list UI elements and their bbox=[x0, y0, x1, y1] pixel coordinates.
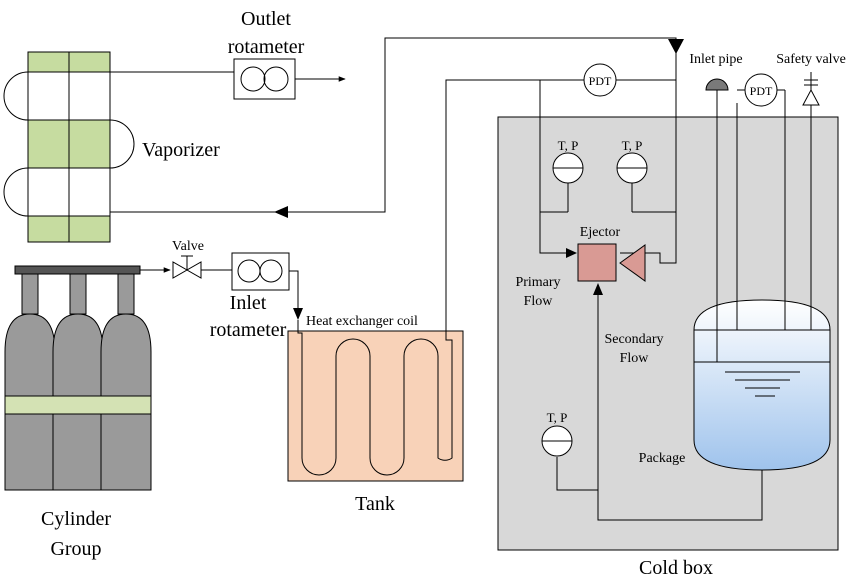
outlet-rotameter bbox=[233, 58, 296, 100]
ejector-body bbox=[577, 243, 617, 282]
package-label: Package bbox=[639, 451, 686, 466]
secondary-flow-label-1: Secondary bbox=[604, 332, 663, 347]
secondary-flow-line bbox=[597, 292, 763, 521]
inlet-rotameter-label-2: rotameter bbox=[210, 319, 287, 341]
package-vessel bbox=[693, 299, 831, 471]
cylinder-2 bbox=[52, 273, 104, 491]
vaporizer-label: Vaporizer bbox=[142, 139, 220, 161]
cylinder-1 bbox=[4, 273, 56, 491]
vaporizer-right-loop bbox=[109, 119, 135, 169]
cold-box-label: Cold box bbox=[639, 557, 713, 579]
pdt-circle-icon: PDT bbox=[736, 73, 786, 330]
inlet-pipe bbox=[705, 78, 729, 362]
vaporizer-left-loop-2 bbox=[3, 167, 29, 217]
primary-flow-label-2: Flow bbox=[524, 294, 554, 309]
safety-valve-label: Safety valve bbox=[776, 52, 846, 67]
heat-exchanger-coil-label: Heat exchanger coil bbox=[306, 314, 418, 329]
tp-3-label: T, P bbox=[547, 410, 568, 425]
tp-1-label: T, P bbox=[558, 138, 579, 153]
tank-label: Tank bbox=[355, 493, 395, 515]
inlet-pipe-label: Inlet pipe bbox=[689, 52, 742, 67]
inlet-rotameter bbox=[231, 252, 290, 291]
heat-exchanger-coil bbox=[297, 79, 600, 476]
manifold-bar bbox=[14, 265, 141, 275]
cylinder-group-label-2: Group bbox=[50, 538, 101, 560]
bowtie-valve-icon bbox=[172, 255, 202, 279]
inlet-rotameter-label-1: Inlet bbox=[230, 292, 267, 314]
tank bbox=[287, 330, 464, 482]
cylinder-3 bbox=[100, 273, 152, 491]
ejector-nozzle-icon bbox=[577, 243, 646, 282]
cylinder-group-label-1: Cylinder bbox=[41, 508, 111, 530]
vaporizer-left-loop-1 bbox=[3, 71, 29, 121]
tp-2-label: T, P bbox=[622, 138, 643, 153]
valve-label: Valve bbox=[172, 239, 204, 254]
outlet-rotameter-label-2: rotameter bbox=[228, 36, 305, 58]
outlet-rotameter-label-1: Outlet bbox=[241, 8, 291, 30]
pdt-2-label: PDT bbox=[750, 84, 773, 98]
cylinder-group bbox=[4, 265, 152, 491]
pdt-circle-icon: PDT bbox=[583, 63, 617, 97]
vaporizer bbox=[3, 51, 135, 243]
ejector-label: Ejector bbox=[580, 225, 621, 240]
tp-gauge-1: T, P bbox=[540, 138, 584, 213]
primary-flow-label-1: Primary bbox=[515, 275, 560, 290]
tp-gauge-2: T, P bbox=[616, 138, 676, 213]
cylinder-band bbox=[4, 395, 152, 415]
tp-gauge-3: T, P bbox=[541, 410, 598, 491]
ejector-nozzle bbox=[619, 244, 646, 282]
safety-valve-icon bbox=[802, 72, 820, 330]
pdt-1-label: PDT bbox=[589, 74, 612, 88]
secondary-flow-label-2: Flow bbox=[620, 351, 650, 366]
